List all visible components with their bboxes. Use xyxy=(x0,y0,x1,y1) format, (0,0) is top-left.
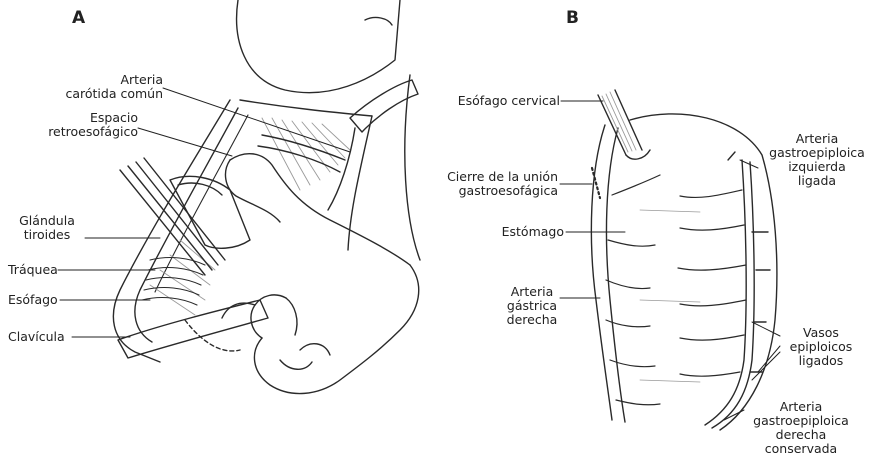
label-arteria-carotida: Arteria carótida común xyxy=(30,73,163,101)
label-line: derecha xyxy=(502,313,562,327)
label-line: Arteria xyxy=(502,285,562,299)
label-line: tiroides xyxy=(6,228,88,242)
label-line: Arteria xyxy=(30,73,163,87)
label-line: Cierre de la unión xyxy=(420,170,558,184)
label-line: Espacio xyxy=(30,111,138,125)
label-estomago: Estómago xyxy=(470,225,564,239)
label-line: Arteria xyxy=(742,400,860,414)
label-esofago: Esófago xyxy=(8,293,58,307)
label-line: conservada xyxy=(742,442,860,456)
label-vasos-epiploicos: Vasos epiploicos ligados xyxy=(778,326,864,368)
label-arteria-gastroepiploica-izquierda: Arteria gastroepiploica izquierda ligada xyxy=(758,132,876,188)
label-line: Vasos xyxy=(778,326,864,340)
label-line: ligada xyxy=(758,174,876,188)
panel-b-letter: B xyxy=(566,8,579,28)
label-esofago-cervical: Esófago cervical xyxy=(430,94,560,108)
label-cierre-union: Cierre de la unión gastroesofágica xyxy=(420,170,558,198)
label-espacio-retroesofagico: Espacio retroesofágico xyxy=(30,111,138,139)
label-line: Arteria xyxy=(758,132,876,146)
label-line: gástrica xyxy=(502,299,562,313)
label-arteria-gastrica-derecha: Arteria gástrica derecha xyxy=(502,285,562,327)
label-glandula-tiroides: Glándula tiroides xyxy=(6,214,88,242)
label-arteria-gastroepiploica-derecha: Arteria gastroepiploica derecha conserva… xyxy=(742,400,860,456)
label-line: izquierda xyxy=(758,160,876,174)
panel-b-drawing xyxy=(591,90,777,430)
label-line: Glándula xyxy=(6,214,88,228)
label-line: epiploicos xyxy=(778,340,864,354)
panel-a-drawing xyxy=(113,0,420,394)
label-line: carótida común xyxy=(30,87,163,101)
panel-a-letter: A xyxy=(72,8,85,28)
label-line: derecha xyxy=(742,428,860,442)
label-clavicula: Clavícula xyxy=(8,330,65,344)
label-line: gastroesofágica xyxy=(420,184,558,198)
label-traquea: Tráquea xyxy=(8,263,58,277)
label-line: retroesofágico xyxy=(30,125,138,139)
label-line: gastroepiploica xyxy=(742,414,860,428)
label-line: ligados xyxy=(778,354,864,368)
label-line: gastroepiploica xyxy=(758,146,876,160)
